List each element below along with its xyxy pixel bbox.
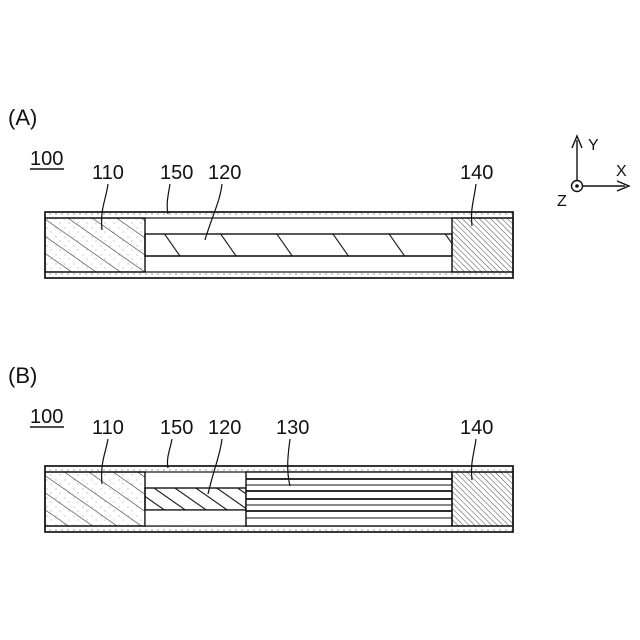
- leader-150: [167, 184, 170, 214]
- element-140: [452, 472, 513, 526]
- axes-indicator: Y X Z: [557, 136, 629, 210]
- layer-150-top: [45, 212, 513, 218]
- ref-110: 110: [92, 162, 124, 184]
- ref-110: 110: [92, 417, 124, 439]
- panel-label: (A): [8, 105, 37, 130]
- layer-150-bottom: [45, 526, 513, 532]
- panel-label: (B): [8, 363, 37, 388]
- ref-140: 140: [460, 417, 493, 439]
- axis-x-label: X: [616, 163, 627, 180]
- element-120-gap: [145, 510, 246, 526]
- leader-150: [167, 439, 172, 468]
- panel-b: (B) 100 110 150 120 130 140: [8, 363, 513, 532]
- element-120: [145, 488, 246, 510]
- element-110-texture: [45, 472, 145, 526]
- ref-150: 150: [160, 162, 193, 184]
- layer-150-bottom: [45, 272, 513, 278]
- element-120: [145, 234, 452, 256]
- panel-a: (A) 100 110 150 120 140: [8, 105, 513, 278]
- element-140: [452, 218, 513, 272]
- ref-130: 130: [276, 417, 309, 439]
- axis-z-label: Z: [557, 193, 567, 210]
- axis-y-label: Y: [588, 137, 599, 154]
- ref-120: 120: [208, 417, 241, 439]
- z-axis-dot: [575, 184, 579, 188]
- ref-140: 140: [460, 162, 493, 184]
- device-label: 100: [30, 148, 63, 170]
- element-110-texture: [45, 218, 145, 272]
- ref-120: 120: [208, 162, 241, 184]
- device-label: 100: [30, 406, 63, 428]
- layer-150-top: [45, 466, 513, 472]
- ref-150: 150: [160, 417, 193, 439]
